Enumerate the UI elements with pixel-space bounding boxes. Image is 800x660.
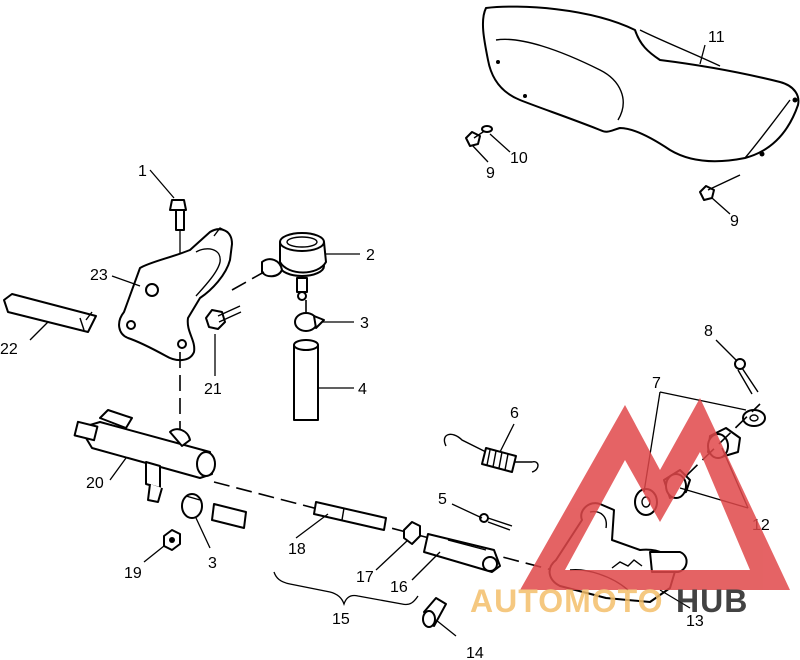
master-cylinder-part — [73, 409, 216, 503]
clamp-part-upper — [294, 312, 325, 332]
watermark-logo: AUTOMOTO HUB — [470, 398, 790, 619]
callout-label: 9 — [730, 213, 739, 230]
callout-label: 2 — [366, 247, 375, 264]
callout-label: 19 — [124, 565, 142, 582]
callout-label: 15 — [332, 611, 350, 628]
spring-part — [443, 433, 539, 473]
pin-part — [313, 501, 387, 531]
watermark-triangle-mark — [520, 398, 790, 590]
grip-part — [3, 293, 97, 333]
callout-label: 17 — [356, 569, 374, 586]
callout-label: 10 — [510, 150, 528, 167]
hose-part — [293, 339, 319, 421]
callout-label: 9 — [486, 165, 495, 182]
screw-part — [205, 305, 242, 330]
hose-segment — [211, 503, 247, 529]
callout-labels: 1 2 3 3 4 5 6 7 8 9 9 10 11 12 13 14 15 … — [0, 29, 770, 660]
callout-label: 3 — [208, 555, 217, 572]
watermark-word-a: AUTOMOTO — [470, 583, 663, 619]
nut-part — [163, 529, 181, 551]
leader-lines — [29, 44, 749, 637]
seat-washer — [481, 125, 493, 133]
cotter-pin-part — [479, 513, 513, 531]
callout-label: 5 — [438, 491, 447, 508]
seat-screw-right — [699, 174, 741, 201]
bracket-part — [118, 227, 233, 362]
callout-label: 13 — [686, 613, 704, 630]
bolt-part — [169, 199, 187, 231]
pivot-bolt-part — [734, 358, 759, 395]
callout-label: 14 — [466, 645, 484, 660]
callout-label: 8 — [704, 323, 713, 340]
callout-label: 4 — [358, 381, 367, 398]
callout-label: 21 — [204, 381, 222, 398]
seat-screw-left — [465, 129, 487, 147]
clevis-part — [423, 533, 501, 573]
callout-label: 1 — [138, 163, 147, 180]
callout-label: 20 — [86, 475, 104, 492]
callout-label: 6 — [510, 405, 519, 422]
seat-part — [481, 5, 800, 163]
reservoir-part — [261, 232, 327, 301]
callout-label: 18 — [288, 541, 306, 558]
callout-label: 7 — [652, 375, 661, 392]
callout-label: 11 — [708, 29, 725, 46]
jam-nut-part — [403, 521, 421, 545]
callout-label: 16 — [390, 579, 408, 596]
clamp-part-lower — [181, 493, 203, 519]
callout-label: 22 — [0, 341, 18, 358]
callout-label: 3 — [360, 315, 369, 332]
watermark-word-b: HUB — [676, 583, 748, 619]
clevis-pin-part — [422, 597, 447, 628]
callout-label: 23 — [90, 267, 108, 284]
